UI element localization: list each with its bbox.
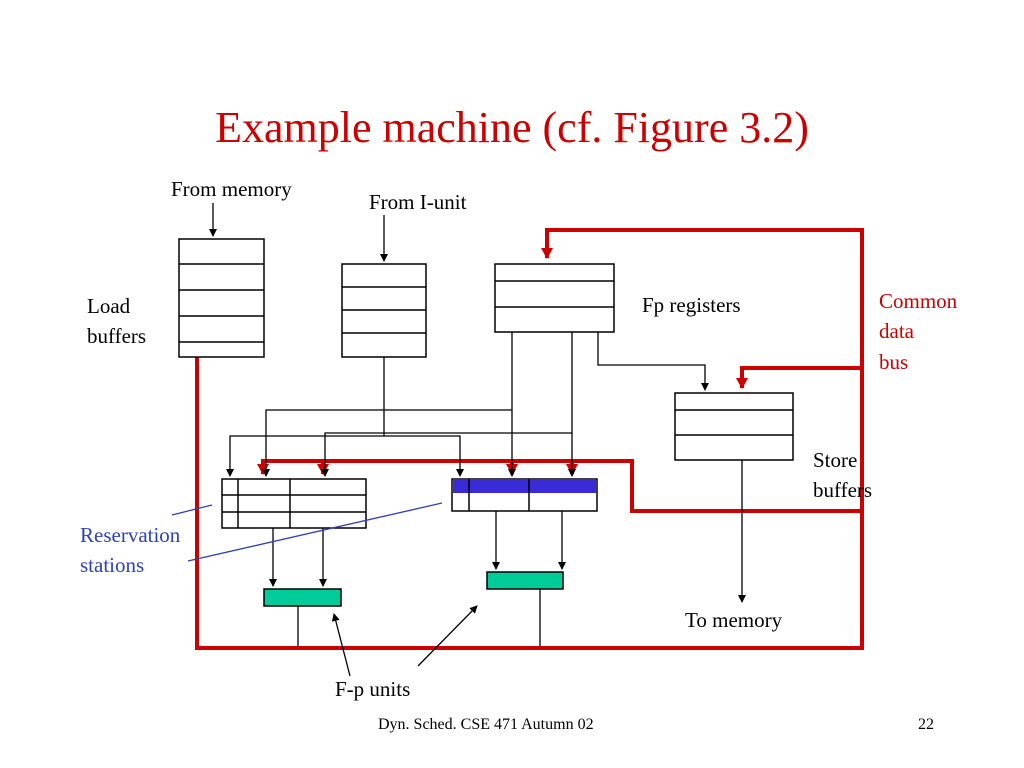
from-i-unit-label: From I-unit — [369, 190, 467, 214]
fp-unit-multiplier — [486, 571, 564, 590]
to-memory-label: To memory — [685, 608, 783, 632]
footer-course: Dyn. Sched. CSE 471 Autumn 02 — [378, 716, 594, 733]
fp-registers-block — [494, 263, 615, 333]
store-buffers-label: Store buffers — [813, 448, 873, 503]
fp-unit-adder — [263, 588, 342, 607]
page-number: 22 — [918, 716, 934, 733]
data-paths — [209, 203, 746, 677]
fp-registers-label: Fp registers — [642, 293, 741, 317]
fp-units-label: F-p units — [335, 677, 411, 701]
reservation-pointers — [171, 502, 443, 562]
from-memory-label: From memory — [171, 177, 292, 201]
slide-title: Example machine (cf. Figure 3.2) — [215, 103, 809, 152]
common-data-bus-label: Common data bus — [879, 289, 958, 374]
load-buffers-label: Load buffers — [87, 294, 147, 349]
reservation-stations-left — [221, 478, 367, 529]
load-buffers — [178, 238, 265, 358]
store-buffers — [674, 392, 794, 461]
reservation-stations-label: Reservation stations — [80, 523, 181, 578]
reservation-stations-right — [451, 478, 598, 512]
common-data-bus — [195, 228, 864, 650]
reservation-highlight — [453, 480, 596, 493]
instruction-queue — [341, 263, 427, 358]
